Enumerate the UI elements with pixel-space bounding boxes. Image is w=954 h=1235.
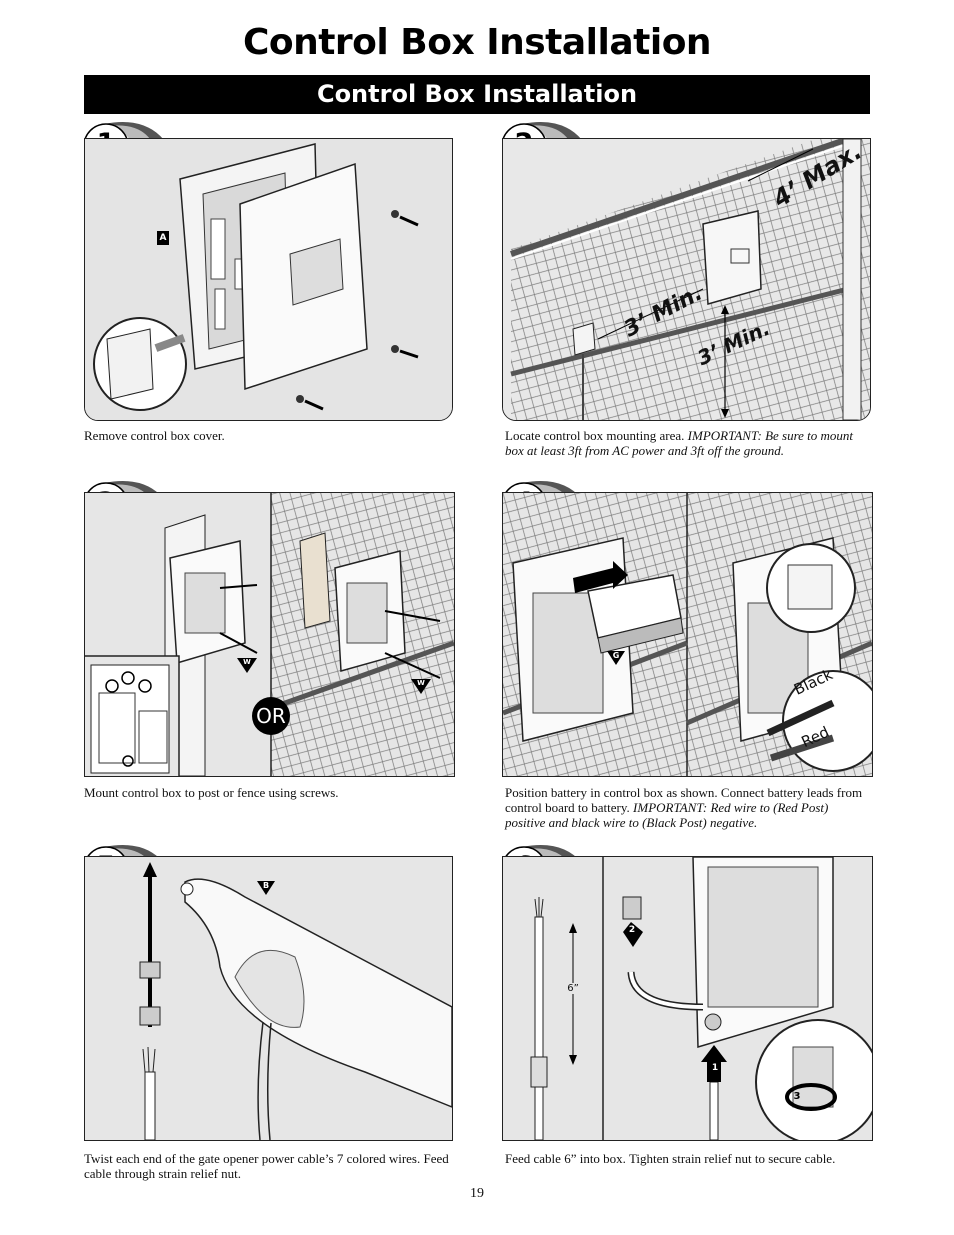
caption-text: Locate control box mounting area. <box>505 428 688 443</box>
step-2-caption: Locate control box mounting area. IMPORT… <box>505 428 870 458</box>
measure-label: 6” <box>561 983 585 994</box>
part-label-b: B <box>262 881 270 890</box>
step-1-caption: Remove control box cover. <box>84 428 451 443</box>
section-title: Control Box Installation <box>84 75 870 114</box>
step-2-illustration: 4’ Max. 3’ Min. 3’ Min. <box>502 138 871 421</box>
arrow-label-3: 3 <box>793 1091 801 1102</box>
step-6-caption: Feed cable 6” into box. Tighten strain r… <box>505 1151 870 1166</box>
step-1-illustration: A <box>84 138 453 421</box>
step-3-illustration: OR W W <box>84 492 455 777</box>
step-4-illustration: G Black Red <box>502 492 873 777</box>
caption-text: Position battery in control box as shown… <box>505 785 863 815</box>
caption-important: IMPORTANT: Red wire to (Red Post) positi… <box>505 800 829 830</box>
or-badge: OR <box>256 704 286 728</box>
step-5-illustration: B <box>84 856 453 1141</box>
step-5-caption: Twist each end of the gate opener power … <box>84 1151 464 1181</box>
page-number: 19 <box>470 1186 484 1201</box>
step-4-caption: Position battery in control box as shown… <box>505 785 870 830</box>
part-label-g: G <box>612 651 620 660</box>
part-label-w: W <box>417 679 425 687</box>
part-label-w: W <box>243 658 251 666</box>
part-label-a: A <box>159 233 167 243</box>
caption-text: Mount control box to post or fence using… <box>84 785 339 800</box>
caption-text: Feed cable 6” into box. Tighten strain r… <box>505 1151 836 1166</box>
step-6-illustration: 6” 1 2 3 <box>502 856 873 1141</box>
page-title: Control Box Installation <box>242 22 712 63</box>
arrow-label-2: 2 <box>628 925 636 935</box>
caption-text: Twist each end of the gate opener power … <box>84 1151 449 1181</box>
caption-important: IMPORTANT: Be sure to mount box at least… <box>505 428 854 458</box>
caption-text: Remove control box cover. <box>84 428 225 443</box>
step-3-caption: Mount control box to post or fence using… <box>84 785 451 800</box>
arrow-label-1: 1 <box>711 1063 719 1073</box>
